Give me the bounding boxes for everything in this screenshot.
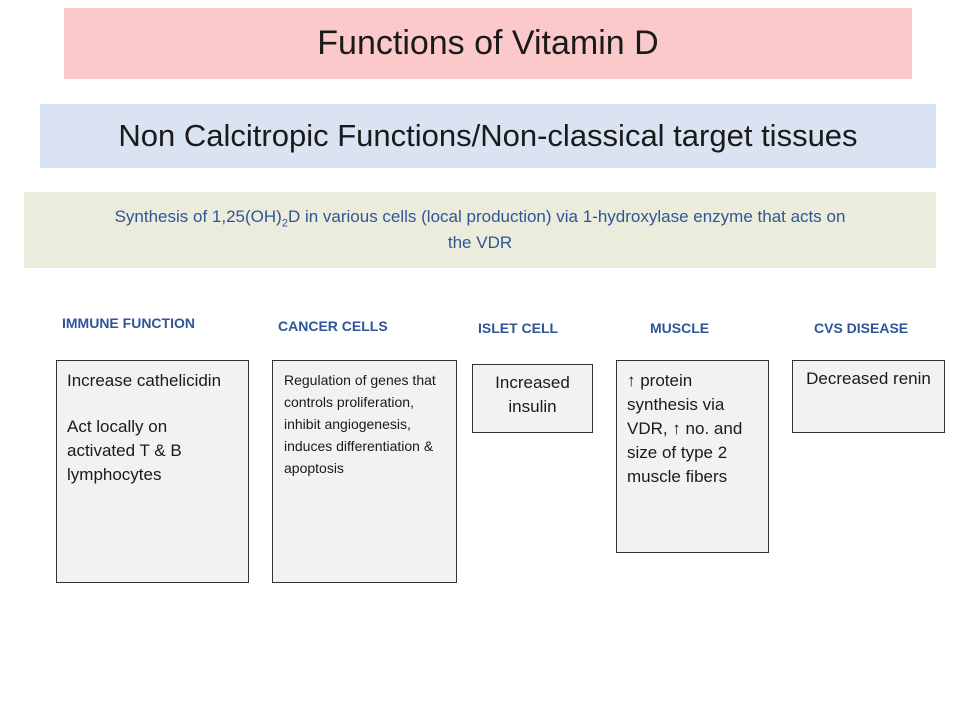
label-islet-cell: ISLET CELL [478, 320, 559, 336]
synthesis-text-part1: Synthesis of 1,25(OH) [114, 207, 282, 226]
synthesis-note: Synthesis of 1,25(OH)2D in various cells… [24, 192, 936, 268]
box-cancer-cells: Regulation of genes that controls prolif… [272, 360, 457, 583]
immune-line-1: Increase cathelicidin [67, 371, 222, 390]
synthesis-subscript: 2 [281, 217, 288, 230]
label-cvs-disease: CVS DISEASE [814, 320, 909, 336]
page-subtitle-text: Non Calcitropic Functions/Non-classical … [118, 118, 858, 153]
box-muscle: ↑ protein synthesis via VDR, ↑ no. and s… [616, 360, 769, 553]
page-title-text: Functions of Vitamin D [317, 24, 659, 62]
box-islet-cell: Increased insulin [472, 364, 593, 433]
label-immune-function: IMMUNE FUNCTION [62, 315, 195, 331]
label-cancer-cells: CANCER CELLS [278, 318, 388, 334]
synthesis-text-part2: D in various cells (local production) vi… [287, 207, 846, 252]
cvs-line-1: Decreased renin [806, 369, 931, 388]
page-subtitle: Non Calcitropic Functions/Non-classical … [40, 104, 936, 168]
cancer-line-1: Regulation of genes that controls prolif… [284, 372, 436, 476]
immune-line-2: Act locally on activated T & B lymphocyt… [67, 417, 182, 484]
box-cvs-disease: Decreased renin [792, 360, 945, 433]
synthesis-note-text: Synthesis of 1,25(OH)2D in various cells… [114, 204, 846, 256]
page-title: Functions of Vitamin D [64, 8, 912, 79]
label-muscle: MUSCLE [650, 320, 710, 336]
muscle-line-1: ↑ protein synthesis via VDR, ↑ no. and s… [627, 371, 743, 486]
box-immune-function: Increase cathelicidin Act locally on act… [56, 360, 249, 583]
islet-line-1: Increased insulin [495, 373, 570, 416]
